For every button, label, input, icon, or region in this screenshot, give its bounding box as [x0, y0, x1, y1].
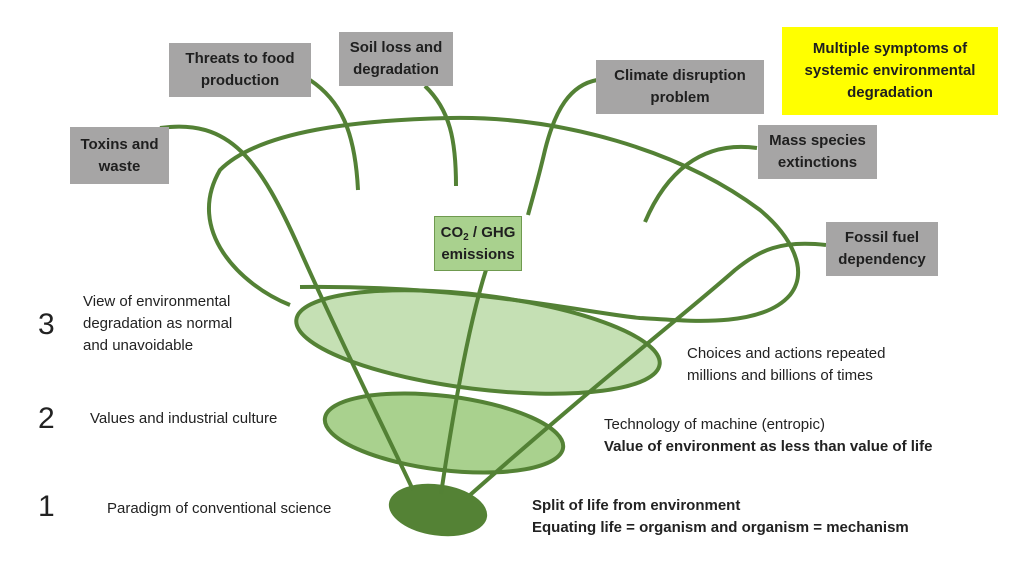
technology-description: Technology of machine (entropic) Value o… [604, 414, 932, 458]
symptom-line2: problem [650, 89, 710, 106]
title-box-label: Multiple symptoms of systemic environmen… [804, 40, 976, 101]
level-2-ellipse [322, 391, 566, 475]
symptom-box-food: Threats to food production [169, 43, 311, 97]
level-1-number: 1 [38, 490, 55, 523]
symptom-line2: degradation [353, 61, 439, 78]
symptom-box-soil: Soil loss and degradation [339, 32, 453, 86]
title-box: Multiple symptoms of systemic environmen… [782, 27, 998, 115]
paradigm-description: Split of life from environment Equating … [532, 495, 909, 539]
species-line [643, 144, 758, 223]
level-2-number: 2 [38, 402, 55, 435]
symptom-line2: extinctions [777, 154, 858, 171]
level-2-text: Values and industrial culture [90, 410, 278, 427]
level-3-number: 3 [38, 308, 55, 341]
symptom-line2: dependency [838, 251, 926, 268]
symptom-line1: Mass species [769, 132, 866, 149]
choices-description: Choices and actions repeated millions an… [687, 345, 886, 384]
symptom-line2: production [200, 72, 280, 89]
outer-loop-line [207, 115, 801, 323]
split-text: Split of life from environment [532, 497, 741, 514]
co2-line2: emissions [441, 245, 515, 263]
co2-line [439, 269, 488, 495]
level-3-text: View of environmental degradation as nor… [83, 293, 233, 354]
soil-line [423, 84, 458, 187]
food-line [308, 78, 360, 191]
symptom-line1: Threats to food [185, 50, 295, 67]
technology-text: Technology of machine (entropic) [604, 416, 825, 433]
toxins-line [159, 124, 415, 491]
fossil-line [468, 241, 827, 497]
symptom-box-fossil: Fossil fuel dependency [826, 222, 938, 276]
symptom-line1: Climate disruption [614, 67, 746, 84]
symptom-line1: Soil loss and [349, 39, 443, 56]
level-1-ellipse [388, 483, 488, 537]
symptom-box-toxins: Toxins and waste [70, 127, 169, 184]
symptom-line1: Fossil fuel [844, 229, 920, 246]
symptom-box-species: Mass species extinctions [758, 125, 877, 179]
co2-line1: CO2 / GHG [440, 223, 516, 243]
level-1-text: Paradigm of conventional science [107, 500, 332, 517]
symptom-box-climate: Climate disruption problem [596, 60, 764, 114]
climate-line [526, 78, 598, 216]
symptom-line1: Toxins and [80, 135, 159, 153]
co2-box: CO2 / GHG emissions [434, 216, 522, 271]
value-text: Value of environment as less than value … [604, 438, 933, 455]
symptom-line2: waste [98, 157, 141, 175]
equating-text: Equating life = organism and organism = … [532, 519, 909, 536]
